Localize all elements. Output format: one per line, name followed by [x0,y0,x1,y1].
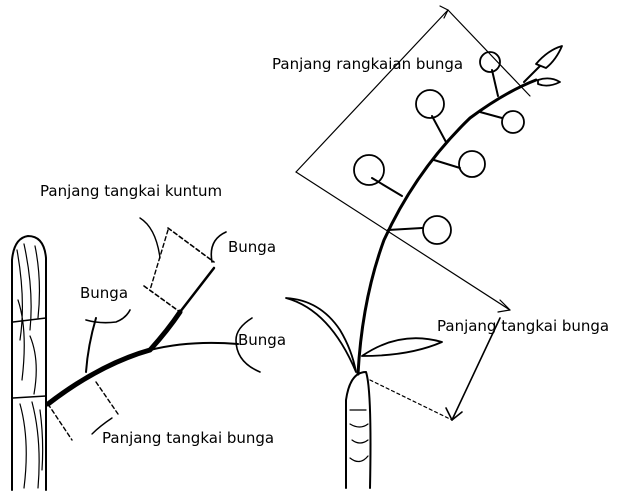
label-right-inflorescence: Panjang rangkaian bunga [272,55,463,73]
right-bud-5 [502,111,524,133]
right-plant-drawing [286,6,562,488]
left-upper-peduncle [180,268,214,312]
right-bud-3 [459,151,485,177]
right-inflorescence-line-lower [296,172,510,310]
label-left-flower-b: Bunga [228,238,276,256]
label-left-flower-a: Bunga [80,284,128,302]
right-pedicel-2 [372,178,402,196]
right-bud-4 [416,90,444,118]
label-left-peduncle: Panjang tangkai kuntum [40,182,222,200]
right-pedicel-3 [434,160,460,168]
left-flower-a-outline [86,310,130,323]
right-pedicel-5 [480,112,502,118]
left-right-branch [150,343,238,350]
label-right-scape: Panjang tangkai bunga [437,317,609,335]
right-bud-2 [354,155,384,185]
right-pedicel-4 [432,116,446,142]
label-left-scape: Panjang tangkai bunga [102,429,274,447]
right-left-leaf [286,298,356,372]
right-inflorescence-arrowhead-top [440,6,448,18]
right-scape-dash [370,380,452,420]
left-peduncle-pointer [140,218,160,258]
left-peduncle-dash-bottom [144,286,180,312]
left-peduncle-dimension [150,230,168,290]
left-peduncle-dash-top [168,228,214,262]
right-right-leaf [362,338,442,356]
label-left-flower-c: Bunga [238,331,286,349]
right-bud-small [538,78,560,85]
left-flower-b-outline [211,232,226,262]
right-stem-texture [350,410,368,462]
left-plant-drawing [12,218,260,490]
right-pedicel-6 [492,70,498,96]
right-inflorescence-top-tick [448,10,530,96]
left-scape-stem [48,312,180,404]
left-left-branch [86,318,96,372]
right-pedicel-1 [388,228,422,230]
right-bud-tip [536,46,562,68]
left-scape-dash-b [96,382,118,414]
right-bud-1 [423,216,451,244]
right-stem-base [346,372,371,488]
left-scape-dash-a [48,404,72,440]
left-pseudobulb-texture [17,244,43,488]
